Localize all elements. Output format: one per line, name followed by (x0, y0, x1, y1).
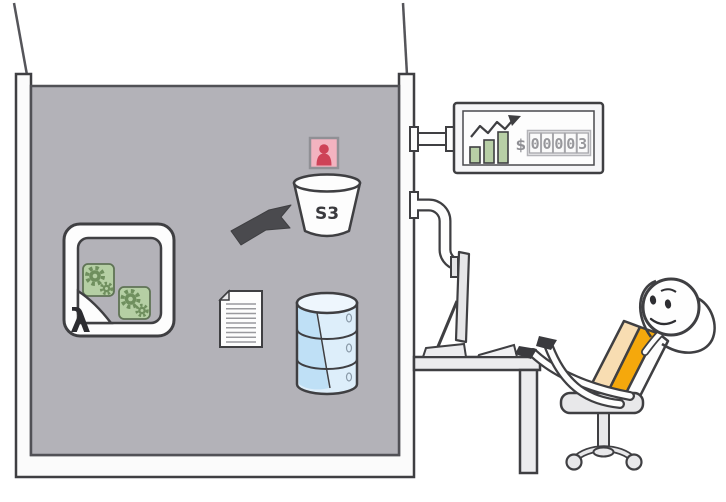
desk-leg (518, 368, 539, 475)
monitor-base (421, 342, 468, 358)
chair-wheel (565, 453, 583, 471)
counter-digit-box (528, 132, 542, 154)
trend-up-zigzag-icon (470, 115, 521, 138)
bucket-rim (292, 173, 362, 193)
person-shoe (536, 336, 557, 350)
chair-wheel (625, 453, 643, 471)
pipe-tube (417, 200, 458, 269)
desk (412, 355, 542, 475)
person-smile (649, 317, 677, 326)
counter-digit-boxes (528, 132, 589, 154)
person-leg (546, 344, 623, 407)
trend-arrowhead (508, 115, 521, 126)
monitor-icon (421, 250, 471, 358)
chair-hub (592, 446, 615, 458)
monitor-connector (450, 256, 459, 278)
database-tier-line (296, 328, 358, 340)
gear-icon (85, 266, 105, 286)
counter-digit: 0 (542, 135, 551, 153)
s3-bucket-icon: S3 (292, 173, 362, 238)
s3-label: S3 (315, 204, 339, 224)
monitor-panel (454, 250, 471, 344)
counter-digit-box (540, 132, 554, 154)
gear-tile (82, 263, 115, 297)
counter-digit: 0 (531, 135, 540, 153)
monitor-stand (435, 300, 459, 350)
cost-meter: $ 0 0 0 0 3 (409, 101, 605, 175)
gear-icon-small (135, 303, 149, 318)
gear-tile (118, 286, 151, 320)
counter-digits: 0 0 0 0 3 (531, 135, 588, 153)
counter-digit: 0 (566, 135, 575, 153)
keyboard-icon (476, 343, 519, 358)
person-leg (530, 350, 633, 399)
document-text-lines (226, 303, 256, 343)
database-top (295, 291, 359, 315)
meter-mount-pipe (417, 132, 449, 146)
cost-counter: $ 0 0 0 0 3 (516, 129, 592, 157)
relaxed-person (515, 277, 716, 409)
lambda-icon: λ (62, 222, 176, 340)
lambda-symbol: λ (70, 301, 91, 340)
counter-digit-box (552, 132, 566, 154)
person-arm-behind-head (638, 279, 657, 338)
pipe-flange (409, 191, 419, 219)
bar (483, 139, 495, 164)
bar (469, 146, 481, 164)
person-arm-elbow (661, 296, 716, 354)
database-tier-line (296, 358, 358, 370)
user-icon-body (316, 153, 332, 166)
document-fold (218, 289, 230, 301)
database-icon (295, 291, 359, 396)
person-eye (649, 295, 657, 305)
bar-chart-icon (469, 131, 509, 164)
user-icon (308, 136, 340, 170)
currency-symbol: $ (516, 136, 526, 154)
gear-icon-small (99, 281, 114, 296)
counter-digit: 3 (578, 135, 587, 153)
document-icon (218, 289, 263, 348)
counter-digit-box (564, 132, 578, 154)
right-wire (401, 2, 409, 76)
output-pipe (409, 191, 459, 278)
gear-icon (120, 289, 141, 309)
person-eye (664, 299, 672, 309)
database-highlights (345, 313, 353, 382)
office-chair (559, 319, 670, 471)
person-shoe (515, 346, 537, 359)
person-head (641, 277, 701, 337)
bar (497, 131, 509, 164)
person-eyebrow (660, 288, 677, 293)
event-arrow-icon (230, 204, 292, 246)
bucket-body (292, 181, 362, 238)
database-seam (315, 306, 331, 389)
desk-top (412, 355, 542, 372)
left-wire (12, 2, 29, 76)
lambda-page-fold (76, 288, 114, 325)
counter-digit-box (576, 132, 589, 154)
user-icon-head (319, 144, 329, 154)
counter-digit: 0 (554, 135, 563, 153)
meter-mount-flange (409, 126, 419, 152)
